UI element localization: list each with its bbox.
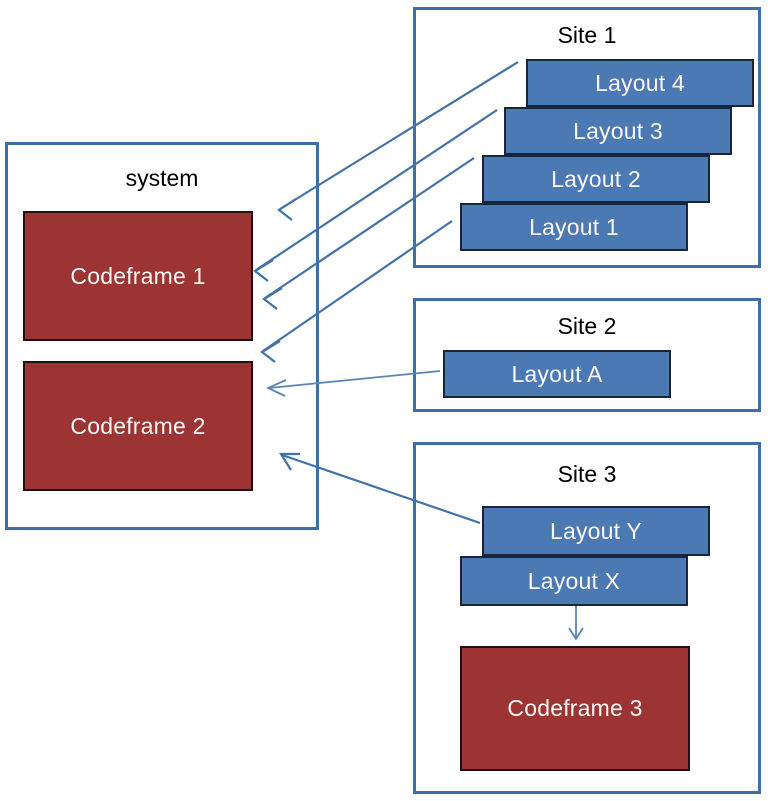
node-layout-2[interactable]: Layout 2 <box>482 155 710 203</box>
node-layout-3[interactable]: Layout 3 <box>504 107 732 155</box>
node-layout-x[interactable]: Layout X <box>460 556 688 606</box>
node-codeframe-3[interactable]: Codeframe 3 <box>460 646 690 771</box>
node-label: Layout 1 <box>529 213 619 240</box>
node-label: Layout 3 <box>573 117 663 144</box>
system-title: system <box>125 165 199 191</box>
node-label: Codeframe 2 <box>70 412 206 439</box>
node-codeframe-1[interactable]: Codeframe 1 <box>23 211 253 341</box>
node-label: Layout 2 <box>551 165 641 192</box>
node-label: Layout X <box>527 567 621 594</box>
site-2-container: Site 2 Layout A <box>413 298 761 412</box>
node-label: Layout A <box>511 360 603 387</box>
site-1-title: Site 1 <box>557 22 617 48</box>
node-label: Layout 4 <box>595 69 685 96</box>
site-1-container: Site 1 Layout 4 Layout 3 Layout 2 Layout… <box>413 7 761 268</box>
site-3-title: Site 3 <box>557 461 617 487</box>
node-label: Codeframe 1 <box>70 262 206 289</box>
site-3-container: Site 3 Layout Y Layout X Codeframe 3 <box>413 442 761 794</box>
system-container: system Codeframe 1 Codeframe 2 <box>5 142 319 530</box>
node-layout-y[interactable]: Layout Y <box>482 506 710 556</box>
site-2-title: Site 2 <box>557 313 617 339</box>
node-layout-4[interactable]: Layout 4 <box>526 59 754 107</box>
node-label: Codeframe 3 <box>507 695 643 721</box>
node-codeframe-2[interactable]: Codeframe 2 <box>23 361 253 491</box>
node-layout-1[interactable]: Layout 1 <box>460 203 688 251</box>
node-layout-a[interactable]: Layout A <box>443 350 671 398</box>
node-label: Layout Y <box>550 517 642 544</box>
